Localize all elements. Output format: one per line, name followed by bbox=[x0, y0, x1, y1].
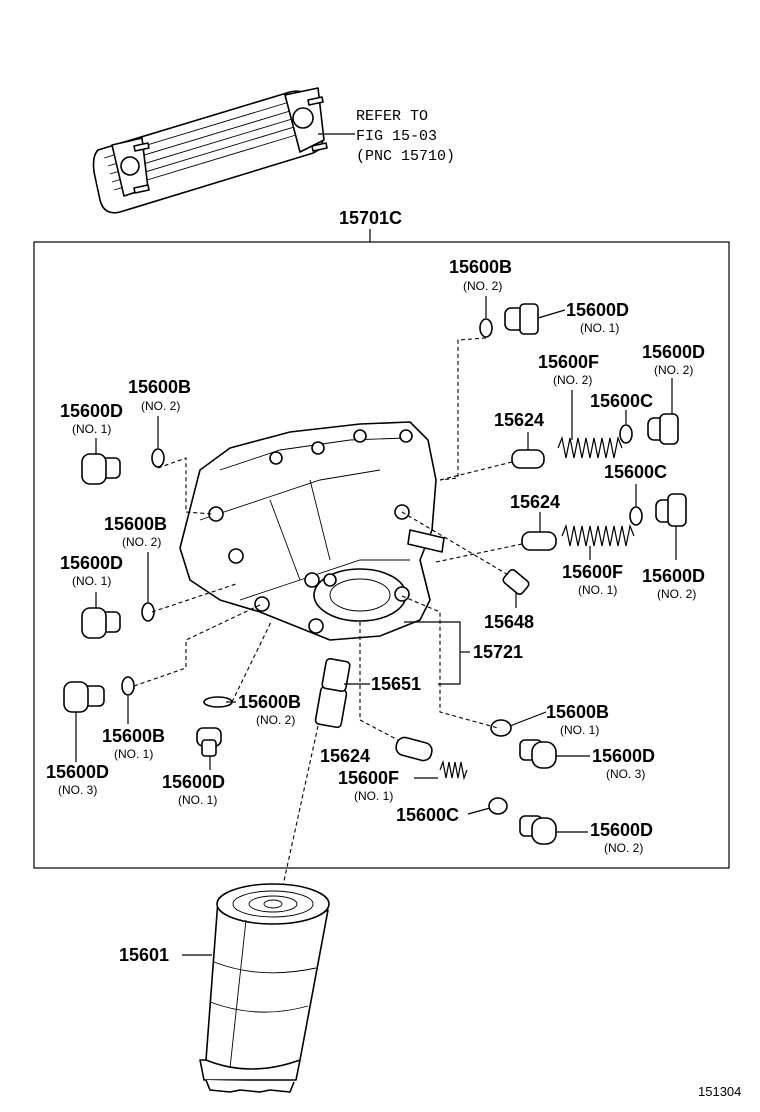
assembly-frame bbox=[33, 241, 730, 869]
callout-code: 15721 bbox=[473, 642, 523, 662]
callout-sub: (NO. 2) bbox=[657, 587, 696, 601]
plug-icon bbox=[519, 739, 557, 769]
callout-sub: (NO. 2) bbox=[604, 841, 643, 855]
gasket-icon bbox=[629, 506, 643, 526]
plug-icon bbox=[81, 453, 121, 485]
callout-sub: (NO. 1) bbox=[72, 422, 111, 436]
callout-code: 15648 bbox=[484, 612, 534, 632]
callout-code: 15600C bbox=[396, 805, 459, 825]
callout-sub: (NO. 2) bbox=[256, 713, 295, 727]
plug-icon bbox=[196, 727, 222, 757]
callout-code: 15600B bbox=[104, 514, 167, 534]
union-icon bbox=[502, 568, 530, 596]
callout-code: 15600D bbox=[162, 772, 225, 792]
spring-icon bbox=[561, 523, 635, 547]
gasket-icon bbox=[479, 318, 493, 338]
plug-icon bbox=[519, 815, 557, 845]
plug-icon bbox=[81, 607, 121, 639]
callout-code: 15600C bbox=[604, 462, 667, 482]
callout-code: 15600D bbox=[592, 746, 655, 766]
callout-sub: (NO. 3) bbox=[606, 767, 645, 781]
plug-icon bbox=[655, 493, 687, 527]
spring-icon bbox=[557, 435, 623, 459]
callout-code: 15600D bbox=[642, 342, 705, 362]
gasket-icon bbox=[619, 424, 633, 444]
callout-code: 15601 bbox=[119, 945, 169, 965]
plug-icon bbox=[63, 681, 105, 713]
callout-sub: (NO. 2) bbox=[654, 363, 693, 377]
gasket-icon bbox=[151, 448, 165, 468]
callout-code: 15600B bbox=[546, 702, 609, 722]
refer-line-2: FIG 15-03 bbox=[356, 128, 437, 145]
callout-sub: (NO. 1) bbox=[580, 321, 619, 335]
callout-code: 15600D bbox=[60, 553, 123, 573]
valve-icon bbox=[511, 449, 545, 469]
callout-sub: (NO. 2) bbox=[553, 373, 592, 387]
callout-code: 15600B bbox=[449, 257, 512, 277]
plug-icon bbox=[504, 303, 539, 335]
gasket-icon bbox=[490, 719, 512, 737]
valve-icon bbox=[521, 531, 557, 551]
oil-cooler-icon bbox=[92, 87, 355, 214]
callout-sub: (NO. 1) bbox=[560, 723, 599, 737]
assembly-label: 15701C bbox=[339, 208, 402, 228]
callouts: 15600B (NO. 2) 15600D (NO. 1) 15600F (NO… bbox=[46, 257, 705, 965]
gasket-icon bbox=[141, 602, 155, 622]
callout-code: 15600F bbox=[338, 768, 399, 788]
callout-sub: (NO. 3) bbox=[58, 783, 97, 797]
callout-sub: (NO. 2) bbox=[463, 279, 502, 293]
callout-code: 15600F bbox=[562, 562, 623, 582]
callout-sub: (NO. 1) bbox=[72, 574, 111, 588]
callout-code: 15651 bbox=[371, 674, 421, 694]
callout-code: 15624 bbox=[494, 410, 544, 430]
callout-code: 15600D bbox=[642, 566, 705, 586]
valve-icon bbox=[395, 736, 433, 762]
oil-filter-bracket-icon bbox=[179, 421, 445, 641]
callout-sub: (NO. 2) bbox=[122, 535, 161, 549]
callout-sub: (NO. 1) bbox=[178, 793, 217, 807]
callout-code: 15600B bbox=[238, 692, 301, 712]
oil-filter-icon bbox=[199, 883, 330, 1093]
callout-code: 15624 bbox=[320, 746, 370, 766]
callout-code: 15600D bbox=[46, 762, 109, 782]
callout-code: 15600C bbox=[590, 391, 653, 411]
callout-sub: (NO. 1) bbox=[354, 789, 393, 803]
refer-line-1: REFER TO bbox=[356, 108, 428, 125]
callout-sub: (NO. 1) bbox=[578, 583, 617, 597]
gasket-icon bbox=[488, 797, 508, 815]
union-icon bbox=[314, 657, 351, 729]
callout-code: 15600D bbox=[566, 300, 629, 320]
callout-sub: (NO. 2) bbox=[141, 399, 180, 413]
callout-code: 15600F bbox=[538, 352, 599, 372]
callout-code: 15600D bbox=[590, 820, 653, 840]
spring-icon bbox=[439, 759, 468, 781]
gasket-icon bbox=[121, 676, 135, 696]
figure-number: 151304 bbox=[698, 1084, 741, 1099]
refer-line-3: (PNC 15710) bbox=[356, 148, 455, 165]
callout-sub: (NO. 1) bbox=[114, 747, 153, 761]
callout-code: 15600D bbox=[60, 401, 123, 421]
callout-code: 15624 bbox=[510, 492, 560, 512]
plug-icon bbox=[647, 413, 679, 445]
callout-code: 15600B bbox=[128, 377, 191, 397]
callout-code: 15600B bbox=[102, 726, 165, 746]
